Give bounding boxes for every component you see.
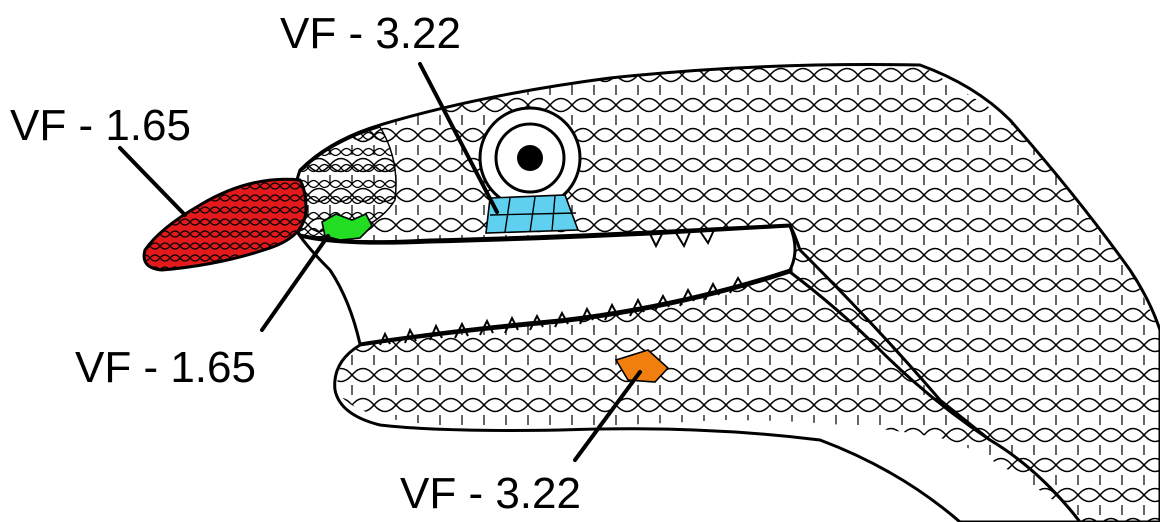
label-lower-jaw-scales: VF - 3.22	[400, 469, 581, 518]
leader-rostral-appendage	[120, 148, 185, 215]
label-rostral-appendage: VF - 1.65	[10, 101, 191, 150]
pupil	[517, 145, 543, 171]
label-eye-scales: VF - 3.22	[280, 9, 461, 58]
label-nasal-scales: VF - 1.65	[75, 343, 256, 392]
head-body	[144, 60, 1160, 522]
eye	[480, 108, 580, 208]
leader-nasal-scales	[262, 236, 328, 330]
